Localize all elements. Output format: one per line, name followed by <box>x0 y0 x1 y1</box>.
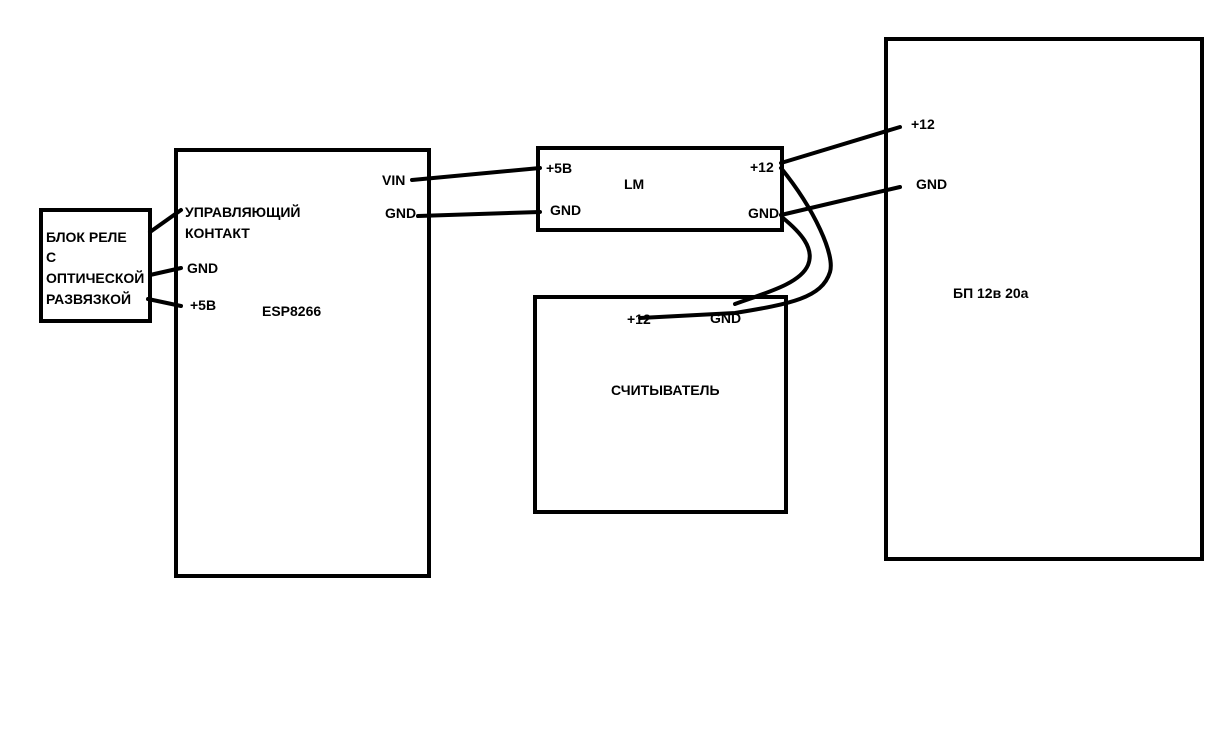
esp-gnd-pin-label: GND <box>187 260 219 276</box>
relay-title-line-1: БЛОК РЕЛЕ <box>46 229 127 245</box>
lm-gnd-left-pin-label: GND <box>550 202 582 218</box>
wire-esp-vin-to-lm-plus5 <box>410 166 542 182</box>
psu-name: БП 12в 20а <box>953 285 1029 301</box>
relay-block <box>39 208 152 323</box>
psu-gnd-pin-label: GND <box>916 176 948 192</box>
psu-block <box>884 37 1204 561</box>
lm-name: LM <box>624 176 645 192</box>
wire-lm-plus12-to-reader-plus12 <box>638 166 833 320</box>
reader-gnd-pin-label: GND <box>710 310 742 326</box>
relay-title-line-3: ОПТИЧЕСКОЙ <box>46 270 145 286</box>
lm-block <box>536 146 784 232</box>
relay-title-line-2: С <box>46 249 57 265</box>
esp-gnd-right-pin-label: GND <box>385 205 417 221</box>
esp-control-pin-label-line-2: КОНТАКТ <box>185 225 250 241</box>
esp-control-pin-label-line-1: УПРАВЛЯЮЩИЙ <box>185 204 301 220</box>
esp-plus5-pin-label: +5B <box>190 297 217 313</box>
wire-esp-gnd-to-lm-gnd <box>416 210 542 218</box>
esp-name: ESP8266 <box>262 303 322 319</box>
esp8266-block <box>174 148 431 578</box>
lm-plus12-pin-label: +12 <box>750 159 774 175</box>
wire-lm-gnd-to-psu-gnd <box>779 185 902 217</box>
reader-block <box>533 295 788 514</box>
reader-name: СЧИТЫВАТЕЛЬ <box>611 382 720 398</box>
wire-lm-plus12-to-psu-plus12 <box>779 125 902 165</box>
reader-plus12-pin-label: +12 <box>627 311 651 327</box>
lm-plus5-pin-label: +5B <box>546 160 573 176</box>
esp-vin-pin-label: VIN <box>382 172 406 188</box>
lm-gnd-right-pin-label: GND <box>748 205 780 221</box>
psu-plus12-pin-label: +12 <box>911 116 935 132</box>
relay-title-line-4: РАЗВЯЗКОЙ <box>46 291 132 307</box>
